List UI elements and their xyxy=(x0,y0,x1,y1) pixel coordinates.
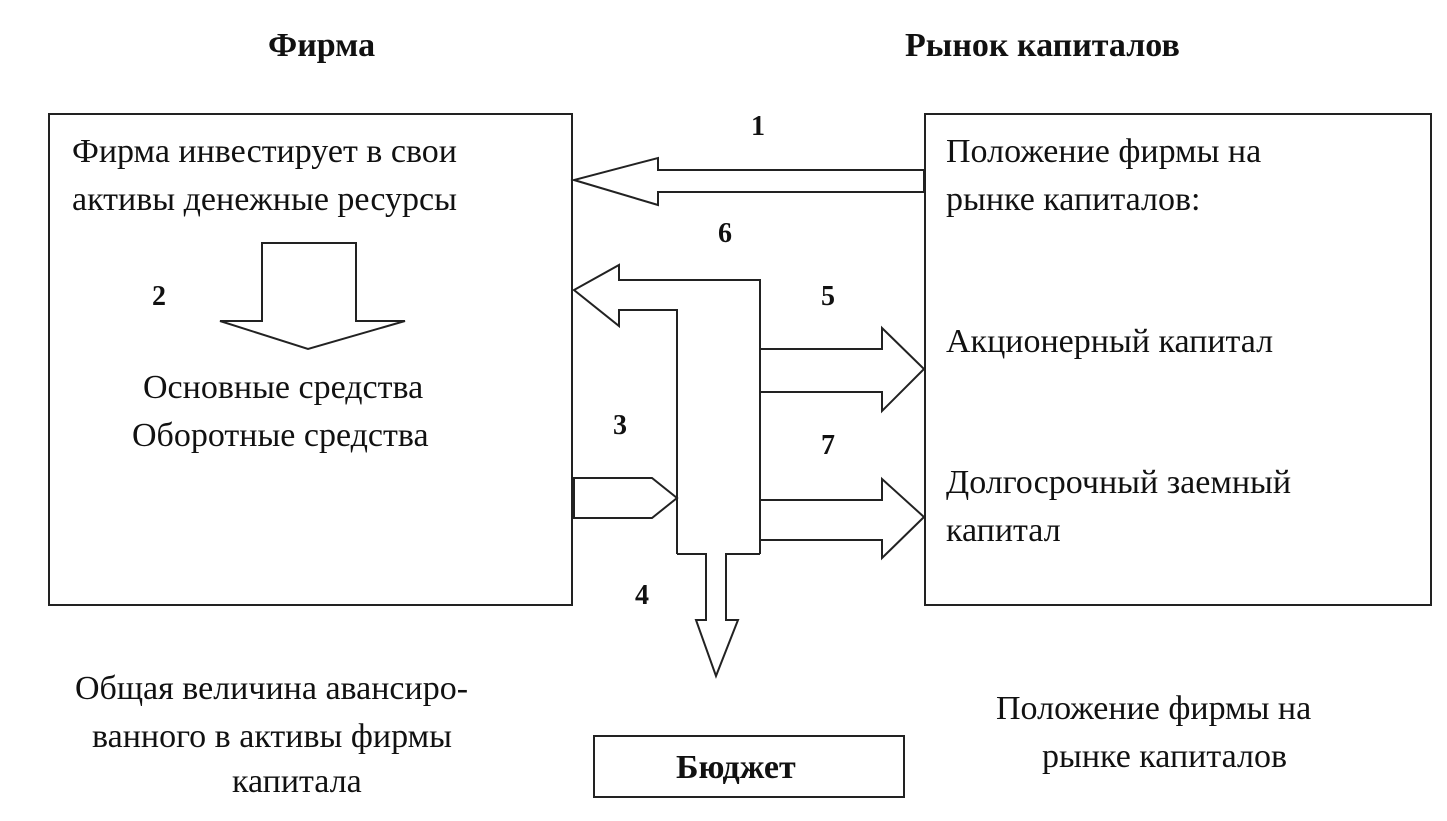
flow-number-3: 3 xyxy=(613,410,627,441)
market-position-line2: рынке капиталов: xyxy=(946,181,1201,218)
arrow-5-to-equity xyxy=(759,325,926,414)
arrow-3-firm-to-column xyxy=(573,477,679,519)
bottom-left-line3: капитала xyxy=(232,763,362,800)
debt-capital-line1: Долгосрочный заемный xyxy=(946,464,1292,501)
firm-box xyxy=(48,113,573,606)
debt-capital-line2: капитал xyxy=(946,512,1061,549)
flow-number-6: 6 xyxy=(718,218,732,249)
budget-box xyxy=(593,735,905,798)
firm-invests-line2: активы денежные ресурсы xyxy=(72,181,457,218)
flow-number-5: 5 xyxy=(821,281,835,312)
flow-number-1: 1 xyxy=(751,111,765,142)
arrow-2-to-assets xyxy=(219,242,406,351)
arrow-6-column-to-firm xyxy=(572,263,761,554)
arrow-4-to-budget xyxy=(677,553,760,679)
market-position-line1: Положение фирмы на xyxy=(946,133,1262,170)
bottom-right-line2: рынке капиталов xyxy=(1042,738,1288,775)
budget-label: Бюджет xyxy=(676,749,796,786)
current-assets-label: Оборотные средства xyxy=(132,417,429,454)
arrow-7-to-debt xyxy=(759,476,926,561)
flow-number-4: 4 xyxy=(635,580,649,611)
bottom-left-line1: Общая величина авансиро- xyxy=(75,670,469,707)
fixed-assets-label: Основные средства xyxy=(143,369,424,406)
flow-number-7: 7 xyxy=(821,430,835,461)
capital-market-box xyxy=(924,113,1432,606)
heading-firm: Фирма xyxy=(268,27,376,64)
heading-capital-market: Рынок капиталов xyxy=(905,27,1180,64)
bottom-left-line2: ванного в активы фирмы xyxy=(92,718,452,755)
firm-invests-line1: Фирма инвестирует в свои xyxy=(72,133,457,170)
arrow-1-market-to-firm xyxy=(570,156,925,207)
bottom-right-line1: Положение фирмы на xyxy=(996,690,1312,727)
flow-number-2: 2 xyxy=(152,281,166,312)
equity-capital-label: Акционерный капитал xyxy=(946,323,1274,360)
